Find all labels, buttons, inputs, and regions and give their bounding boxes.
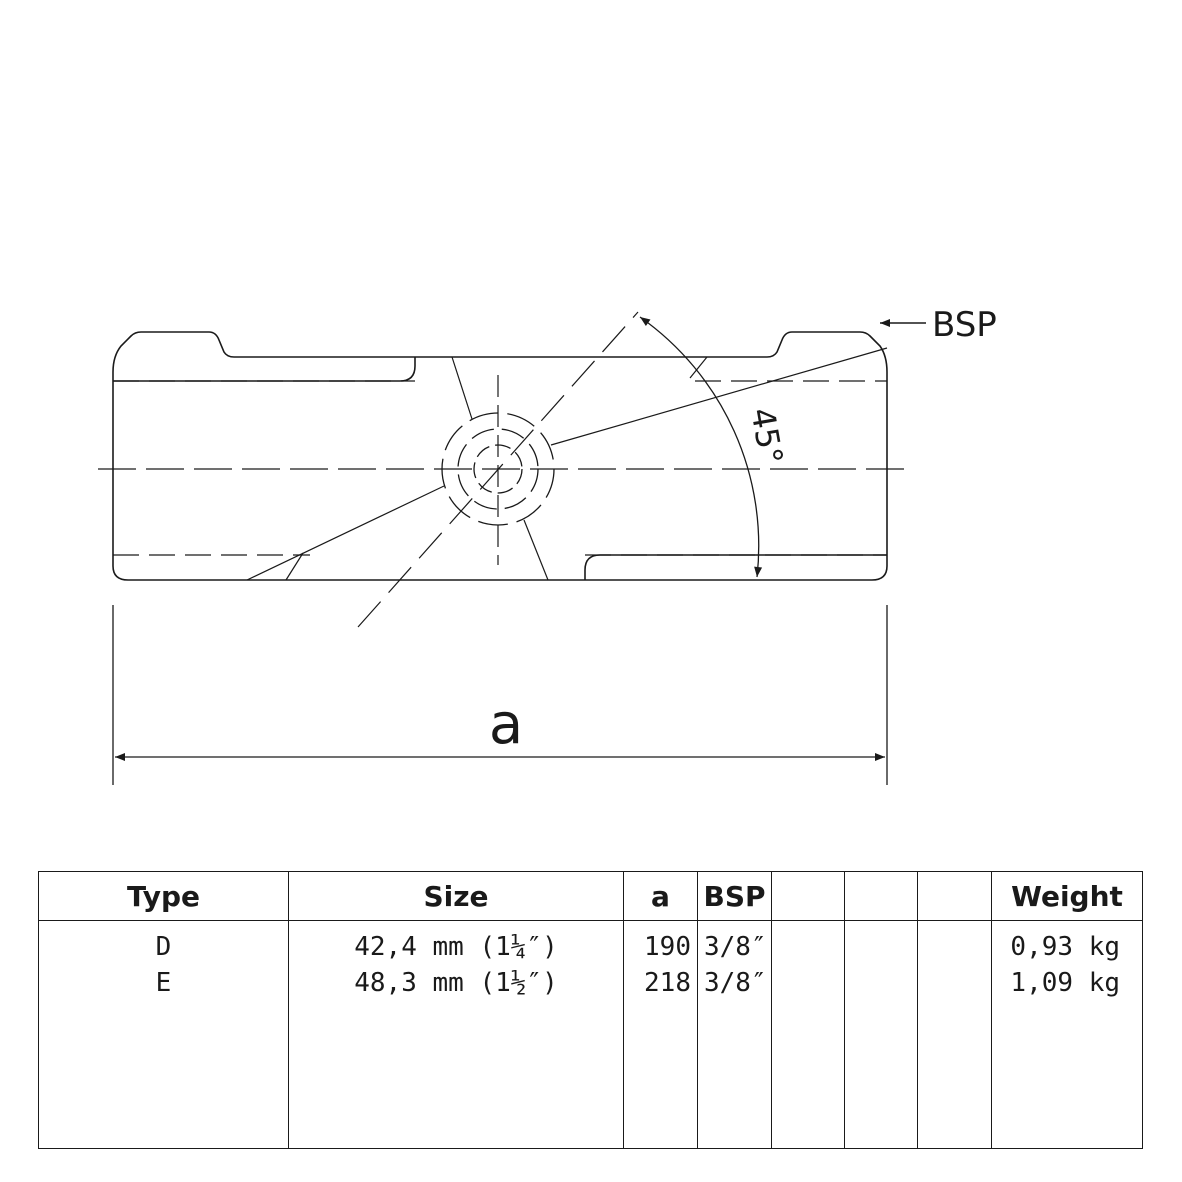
type-cell: D — [155, 932, 172, 962]
header-a: a — [623, 871, 698, 921]
header-empty-2 — [844, 871, 918, 921]
header-empty-1 — [771, 871, 845, 921]
table-body-row: D E 42,4 mm (1¼″) 48,3 mm (1½″) 190 218 … — [38, 920, 1143, 1149]
weight-column: 0,93 kg 1,09 kg — [991, 920, 1143, 1149]
construction-lines — [246, 347, 888, 581]
length-dimension — [112, 605, 888, 785]
boss-circles — [441, 412, 555, 526]
a-cell: 218 — [644, 968, 691, 998]
bsp-cell: 3/8″ — [704, 968, 767, 998]
empty-column-3 — [917, 920, 992, 1149]
type-cell: E — [155, 968, 172, 998]
size-cell: 48,3 mm (1½″) — [354, 968, 558, 998]
header-size: Size — [288, 871, 624, 921]
bsp-cell: 3/8″ — [704, 932, 767, 962]
header-type: Type — [38, 871, 289, 921]
header-weight: Weight — [991, 871, 1143, 921]
technical-drawing: 45° BSP a — [98, 305, 997, 785]
empty-column-1 — [771, 920, 845, 1149]
weight-cell: 0,93 kg — [1010, 932, 1120, 962]
dimension-label-a: a — [489, 692, 523, 757]
header-empty-3 — [917, 871, 992, 921]
type-column: D E — [38, 920, 289, 1149]
bsp-column: 3/8″ 3/8″ — [697, 920, 772, 1149]
angle-label: 45° — [743, 405, 790, 467]
empty-column-2 — [844, 920, 918, 1149]
a-cell: 190 — [644, 932, 691, 962]
header-bsp: BSP — [697, 871, 772, 921]
table-header-row: Type Size a BSP Weight — [38, 871, 1143, 921]
size-cell: 42,4 mm (1¼″) — [354, 932, 558, 962]
bsp-callout: BSP — [880, 305, 997, 345]
size-column: 42,4 mm (1¼″) 48,3 mm (1½″) — [288, 920, 624, 1149]
spec-table: Type Size a BSP Weight D E 42,4 mm (1¼″)… — [38, 871, 1143, 1149]
angle-dimension — [639, 316, 763, 578]
weight-cell: 1,09 kg — [1010, 968, 1120, 998]
a-column: 190 218 — [623, 920, 698, 1149]
bsp-label: BSP — [932, 305, 997, 345]
